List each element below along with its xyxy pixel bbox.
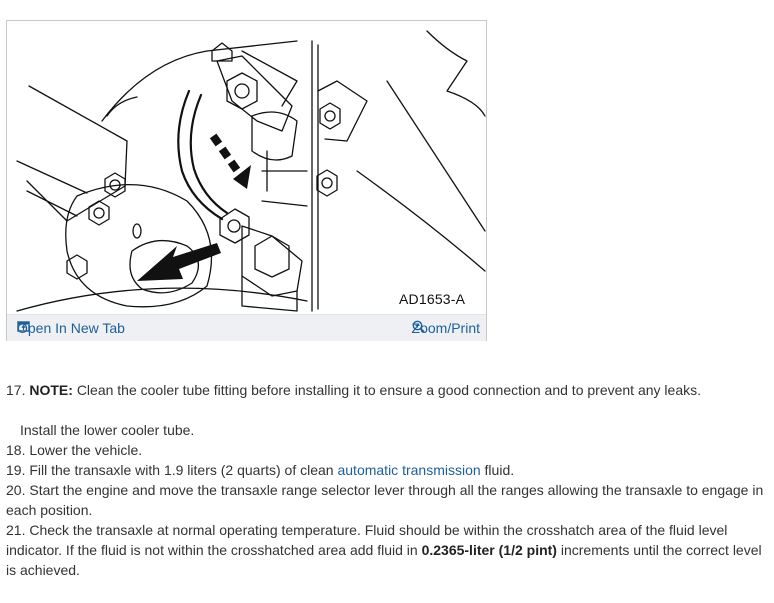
automatic-transmission-link[interactable]: automatic transmission bbox=[337, 462, 481, 478]
open-new-tab-icon bbox=[17, 321, 30, 332]
figure-code: AD1653-A bbox=[399, 291, 466, 307]
step-20: 20. Start the engine and move the transa… bbox=[6, 482, 764, 518]
note-label: NOTE: bbox=[29, 382, 73, 398]
open-in-new-tab-link[interactable]: Open In New Tab bbox=[17, 320, 125, 336]
step-21: 21. Check the transaxle at normal operat… bbox=[6, 522, 762, 578]
illustration-figure: AD1653-A Open In New Tab Zoom/Print bbox=[6, 20, 487, 341]
magnifier-plus-icon bbox=[412, 320, 425, 333]
step-17: 17. NOTE: Clean the cooler tube fitting … bbox=[6, 382, 701, 398]
step-18: 18. Lower the vehicle. bbox=[6, 442, 143, 458]
figure-toolbar: Open In New Tab Zoom/Print bbox=[7, 314, 486, 341]
step-19: 19. Fill the transaxle with 1.9 liters (… bbox=[6, 462, 515, 478]
step-17-substep: Install the lower cooler tube. bbox=[20, 422, 195, 438]
increment-amount: 0.2365-liter (1/2 pint) bbox=[421, 542, 557, 558]
cooler-tube-diagram bbox=[16, 30, 486, 312]
zoom-print-link[interactable]: Zoom/Print bbox=[412, 320, 480, 336]
procedure-steps: 17. NOTE: Clean the cooler tube fitting … bbox=[6, 380, 772, 580]
open-in-new-tab-label: Open In New Tab bbox=[17, 320, 125, 336]
zoom-print-label: Zoom/Print bbox=[411, 320, 480, 336]
